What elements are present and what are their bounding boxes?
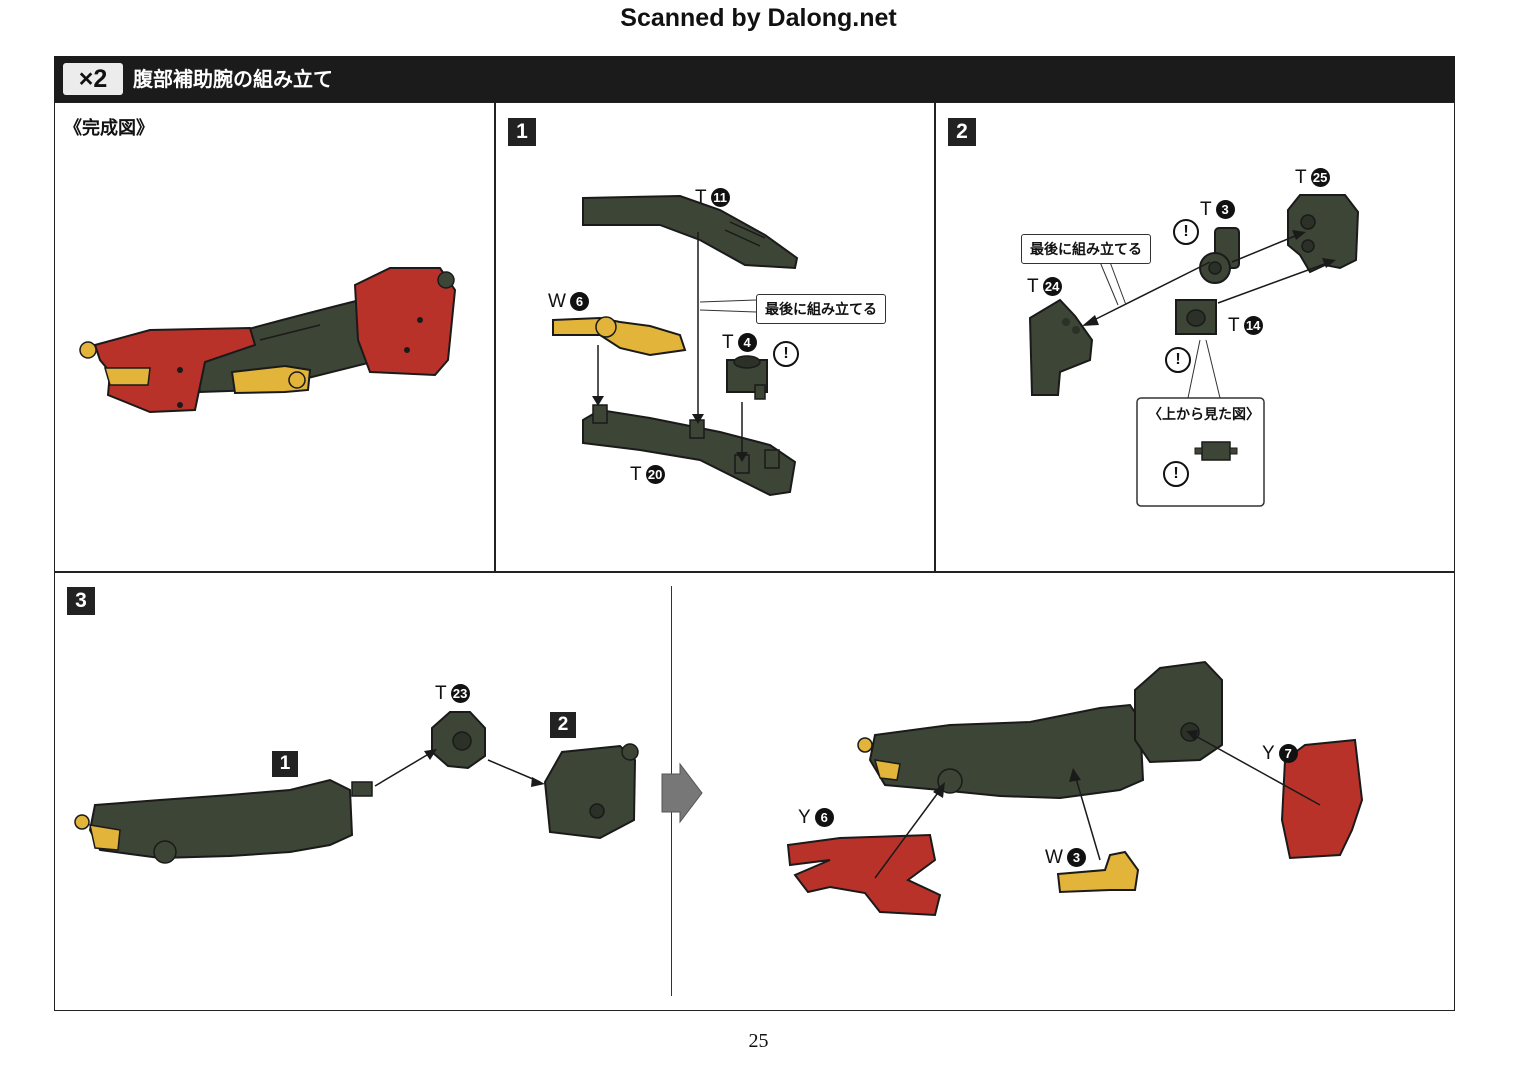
step1-panel bbox=[494, 102, 936, 573]
part-number: 3 bbox=[1066, 848, 1086, 868]
completed-label: 《完成図》 bbox=[64, 118, 154, 138]
step2-top-view-alert-icon: ! bbox=[1163, 461, 1189, 487]
part-number: 4 bbox=[737, 333, 757, 353]
step3-panel bbox=[54, 571, 1455, 1011]
step3-badge: 3 bbox=[67, 587, 95, 615]
step1-callout: 最後に組み立てる bbox=[756, 294, 886, 324]
section-title: 腹部補助腕の組み立て bbox=[133, 67, 333, 91]
part-number: 25 bbox=[1310, 168, 1330, 188]
step2-callout: 最後に組み立てる bbox=[1021, 234, 1151, 264]
step2-top-view-label: 〈上から見た図〉 bbox=[1148, 406, 1260, 422]
completed-arm-illustration bbox=[79, 267, 457, 414]
step2-badge: 2 bbox=[948, 118, 976, 146]
step2-alert-icon-t14: ! bbox=[1165, 347, 1191, 373]
part-number: 24 bbox=[1042, 277, 1062, 297]
part-number: 3 bbox=[1215, 200, 1235, 220]
multiplier-badge: ×2 bbox=[63, 63, 123, 95]
step3-ref-step2-badge: 2 bbox=[550, 712, 576, 738]
section-header bbox=[54, 56, 1455, 102]
scan-credit: Scanned by Dalong.net bbox=[620, 4, 897, 32]
step3-left-illustration bbox=[74, 711, 639, 864]
step3-ref-step1-badge: 1 bbox=[272, 751, 298, 777]
page-number: 25 bbox=[748, 1030, 769, 1052]
transition-arrow-icon bbox=[661, 762, 703, 824]
part-number: 14 bbox=[1243, 316, 1263, 336]
step1-badge: 1 bbox=[508, 118, 536, 146]
step3-right-illustration bbox=[786, 660, 1364, 917]
completed-panel bbox=[54, 102, 496, 573]
step1-illustration bbox=[552, 194, 799, 497]
step2-alert-icon-t3: ! bbox=[1173, 219, 1199, 245]
part-number: 23 bbox=[450, 684, 470, 704]
part-number: 11 bbox=[710, 188, 730, 208]
part-number: 7 bbox=[1278, 744, 1298, 764]
part-number: 6 bbox=[814, 808, 834, 828]
part-number: 20 bbox=[645, 465, 665, 485]
step2-panel bbox=[934, 102, 1455, 573]
part-number: 6 bbox=[569, 292, 589, 312]
step2-illustration bbox=[1028, 194, 1360, 507]
step1-alert-icon: ! bbox=[773, 341, 799, 367]
